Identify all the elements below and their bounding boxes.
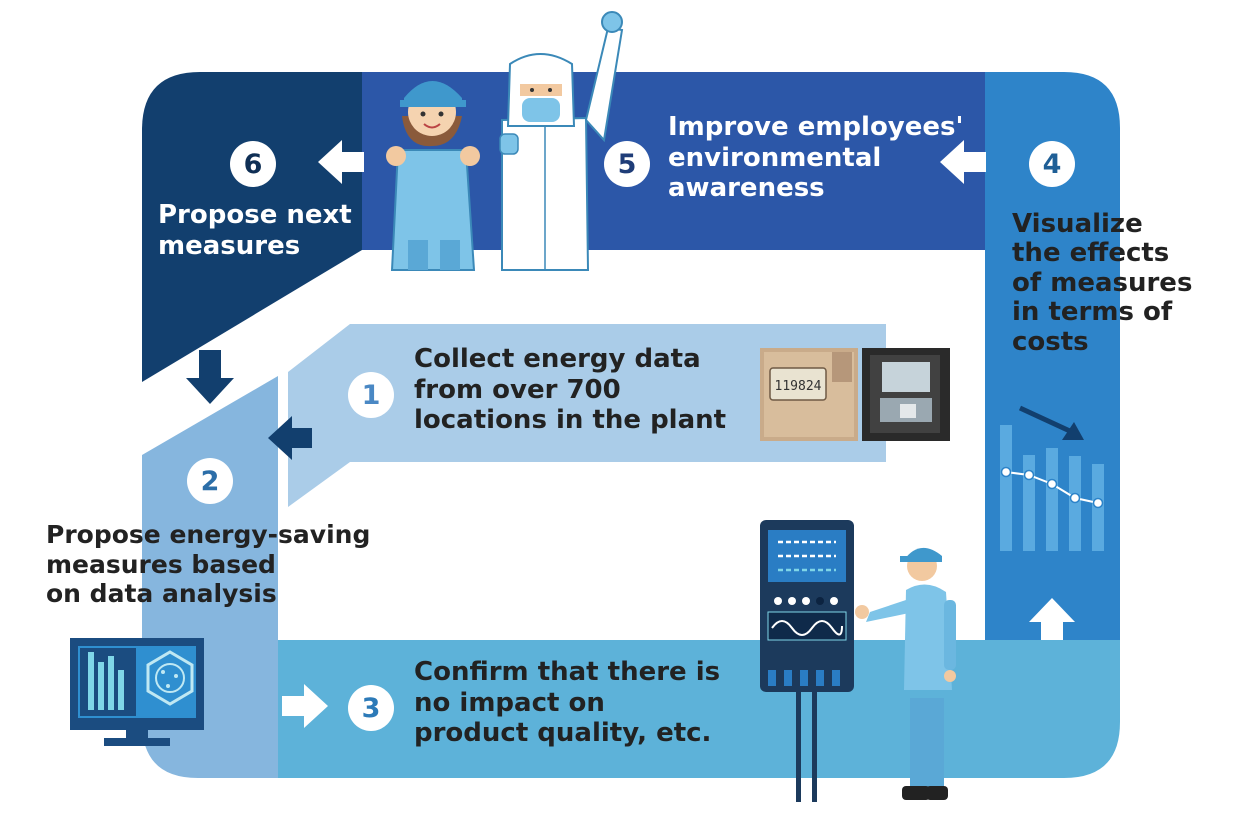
arrow-left-icon — [318, 140, 364, 184]
arrow-left-icon — [940, 140, 986, 184]
step-5-text: Improve employees' environmental awarene… — [668, 112, 964, 204]
arrow-left-icon — [268, 416, 312, 460]
arrow-down-icon — [186, 350, 234, 404]
step-1-text: Collect energy data from over 700 locati… — [414, 344, 727, 436]
step-3-text: Confirm that there is no impact on produ… — [414, 657, 721, 749]
arrow-up-icon — [1029, 598, 1075, 640]
step4-band — [985, 72, 1120, 640]
step-4-number: 4 — [1029, 141, 1075, 187]
step-3-number: 3 — [348, 685, 394, 731]
meter-photo-icon: 119824 — [760, 348, 950, 441]
step-2-text: Propose energy-saving measures based on … — [46, 520, 371, 608]
monitor-icon — [70, 638, 204, 746]
arrow-right-icon — [282, 684, 328, 728]
worker-icon — [386, 11, 624, 271]
control-panel-icon — [760, 520, 854, 802]
step-6-text: Propose next measures — [158, 200, 352, 261]
step-2-number: 2 — [187, 458, 233, 504]
step-1-number: 1 — [348, 372, 394, 418]
step-5-number: 5 — [604, 141, 650, 187]
step1-band — [288, 324, 886, 507]
step6-band — [142, 72, 362, 382]
step-4-text: Visualize the effects of measures in ter… — [1012, 209, 1193, 357]
bar-chart-icon — [1000, 405, 1104, 551]
step-6-number: 6 — [230, 141, 276, 187]
worker-icon — [855, 547, 956, 800]
meter-reading: 119824 — [775, 379, 822, 394]
